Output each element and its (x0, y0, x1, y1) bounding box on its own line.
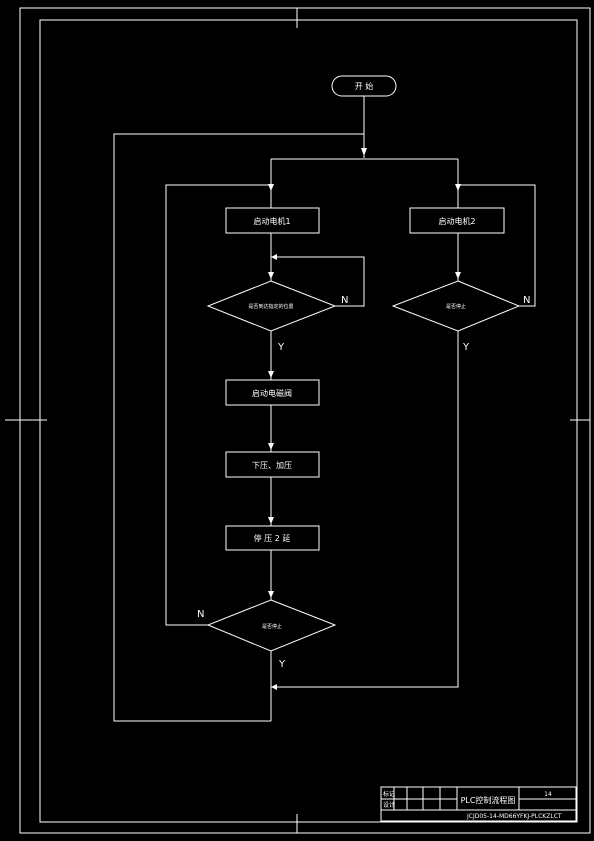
decision-left-no: N (341, 295, 348, 306)
process-3-label: 停 压 2 延 (254, 533, 291, 543)
decision-bottom-no: N (197, 609, 204, 620)
motor2-box (409, 207, 505, 234)
decision-left (206, 280, 337, 332)
sheet-number: 14 (544, 791, 552, 798)
drawing-code: JCJD05-14-MD66YFKJ-PLCKZLCT (466, 813, 562, 820)
start-label: 开 始 (355, 81, 374, 91)
decision-right-label: 是否停止 (446, 303, 466, 310)
motor2-label: 启动电机2 (438, 216, 475, 226)
process-1-label: 启动电磁阀 (252, 388, 292, 398)
decision-right-no: N (523, 295, 530, 306)
inner-frame (39, 19, 578, 823)
process-1-box (225, 379, 320, 406)
drawing-title: PLC控制流程图 (461, 795, 516, 805)
flow-connectors (113, 96, 536, 722)
decision-bottom (206, 599, 337, 652)
title-mark-1: 标记 (383, 790, 395, 798)
outer-frame (19, 7, 591, 834)
decision-right-yes: Y (462, 342, 470, 353)
process-2-box (225, 451, 320, 478)
motor1-label: 启动电机1 (253, 216, 290, 226)
decision-bottom-label: 是否停止 (262, 623, 282, 630)
process-2-label: 下压、加压 (252, 460, 292, 470)
decision-right (391, 280, 521, 332)
title-block (380, 786, 577, 822)
decision-left-yes: Y (277, 342, 285, 353)
motor1-box (225, 207, 320, 234)
process-3-box (225, 525, 320, 551)
centering-marks (5, 8, 590, 833)
title-mark-2: 设计 (383, 801, 395, 809)
decision-left-label: 是否到达指定的位置 (248, 303, 293, 310)
decision-bottom-yes: Y (278, 659, 286, 670)
